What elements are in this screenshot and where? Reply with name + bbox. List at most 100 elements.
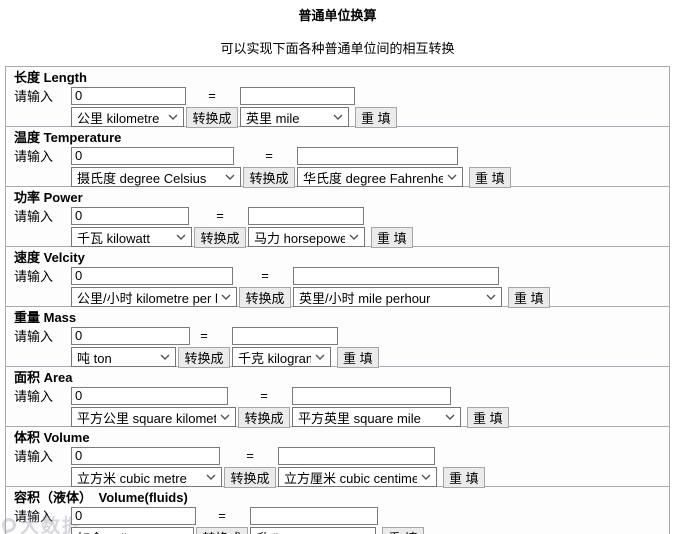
from-value-input[interactable] [71,86,186,105]
convert-button[interactable]: 转换成 [186,106,238,128]
from-value-input[interactable] [71,326,190,345]
input-label: 请输入 [14,269,54,284]
section-velocity: 速度 Velcity 请输入 = 公里/小时 kilometre per hou… [6,247,669,308]
from-unit-select[interactable]: 加仑 gallon [71,527,194,534]
from-unit-value: 平方公里 square kilometre [77,410,216,426]
chevron-down-icon [206,474,216,480]
from-value-input[interactable] [71,206,189,225]
to-unit-select[interactable]: 英里/小时 mile perhour [293,287,502,307]
reset-button[interactable]: 重 填 [467,406,509,428]
convert-button[interactable]: 转换成 [178,346,230,368]
sections-table: 长度 Length 请输入 = 公里 kilometre 转换成 英里 mile… [5,66,670,534]
section-volume_fluids: 容积（液体） Volume(fluids) 请输入 = 加仑 gallon 转换… [6,487,669,534]
reset-button[interactable]: 重 填 [469,166,511,188]
from-value-input[interactable] [71,446,220,465]
from-unit-select[interactable]: 公里 kilometre [71,107,184,127]
chevron-down-icon [176,234,186,240]
section-volume: 体积 Volume 请输入 = 立方米 cubic metre 转换成 立方厘米… [6,427,669,488]
section-title: 容积（液体） Volume(fluids) [14,489,188,505]
reset-button[interactable]: 重 填 [371,226,413,248]
section-title: 重量 Mass [14,309,77,325]
from-unit-select[interactable]: 千瓦 kilowatt [71,227,192,247]
section-title: 长度 Length [14,69,87,85]
chevron-down-icon [220,414,230,420]
section-title: 温度 Temperature [14,129,122,145]
from-unit-select[interactable]: 立方米 cubic metre [71,467,222,487]
to-unit-value: 英里 mile [246,110,300,126]
to-unit-select[interactable]: 升 litre [250,527,376,534]
convert-button[interactable]: 转换成 [239,286,291,308]
to-unit-value: 立方厘米 cubic centimetre [284,470,417,486]
input-label: 请输入 [14,329,54,344]
section-title: 速度 Velcity [14,249,85,265]
chevron-down-icon [447,174,457,180]
from-unit-value: 公里/小时 kilometre per hour [77,290,217,306]
reset-button[interactable]: 重 填 [382,526,424,534]
section-area: 面积 Area 请输入 = 平方公里 square kilometre 转换成 … [6,367,669,428]
to-unit-value: 千克 kilogram [238,350,311,366]
from-unit-value: 加仑 gallon [77,528,141,534]
from-unit-value: 公里 kilometre [77,110,160,126]
to-value-input[interactable] [278,446,435,465]
to-unit-select[interactable]: 华氏度 degree Fahrenheit [297,167,463,187]
from-unit-select[interactable]: 摄氏度 degree Celsius [71,167,241,187]
chevron-down-icon [349,234,359,240]
to-value-input[interactable] [250,506,378,525]
reset-button[interactable]: 重 填 [443,466,485,488]
section-title: 体积 Volume [14,429,90,445]
from-unit-select[interactable]: 公里/小时 kilometre per hour [71,287,237,307]
reset-button[interactable]: 重 填 [337,346,379,368]
to-unit-value: 马力 horsepower [254,230,345,246]
from-unit-select[interactable]: 吨 ton [71,347,176,367]
convert-button[interactable]: 转换成 [243,166,295,188]
to-unit-select[interactable]: 英里 mile [240,107,349,127]
from-unit-select[interactable]: 平方公里 square kilometre [71,407,236,427]
to-value-input[interactable] [248,206,364,225]
to-value-input[interactable] [293,266,499,285]
section-title: 功率 Power [14,189,83,205]
to-unit-select[interactable]: 平方英里 square mile [292,407,461,427]
input-label: 请输入 [14,209,54,224]
unit-conversion-page: 普通单位换算 可以实现下面各种普通单位间的相互转换 长度 Length 请输入 … [0,5,675,534]
to-unit-value: 华氏度 degree Fahrenheit [303,170,443,186]
chevron-down-icon [333,114,343,120]
to-unit-select[interactable]: 千克 kilogram [232,347,331,367]
equals-sign: = [260,388,268,403]
chevron-down-icon [421,474,431,480]
to-unit-select[interactable]: 立方厘米 cubic centimetre [278,467,437,487]
to-unit-value: 升 litre [256,528,294,534]
from-value-input[interactable] [71,386,228,405]
input-label: 请输入 [14,509,54,524]
convert-button[interactable]: 转换成 [194,226,246,248]
to-value-input[interactable] [292,386,451,405]
to-value-input[interactable] [297,146,458,165]
from-value-input[interactable] [71,506,196,525]
to-unit-select[interactable]: 马力 horsepower [248,227,365,247]
reset-button[interactable]: 重 填 [508,286,550,308]
to-unit-value: 平方英里 square mile [298,410,421,426]
chevron-down-icon [160,354,170,360]
from-unit-value: 摄氏度 degree Celsius [77,170,207,186]
from-unit-value: 千瓦 kilowatt [77,230,150,246]
from-value-input[interactable] [71,266,233,285]
page-title: 普通单位换算 [298,8,377,23]
input-label: 请输入 [14,449,54,464]
equals-sign: = [216,208,224,223]
equals-sign: = [208,88,216,103]
reset-button[interactable]: 重 填 [355,106,397,128]
convert-button[interactable]: 转换成 [224,466,276,488]
chevron-down-icon [486,294,496,300]
from-unit-value: 立方米 cubic metre [77,470,187,486]
chevron-down-icon [168,114,178,120]
chevron-down-icon [315,354,325,360]
to-value-input[interactable] [240,86,355,105]
input-label: 请输入 [14,389,54,404]
convert-button[interactable]: 转换成 [238,406,290,428]
input-label: 请输入 [14,149,54,164]
equals-sign: = [200,328,208,343]
convert-button[interactable]: 转换成 [196,526,248,534]
section-power: 功率 Power 请输入 = 千瓦 kilowatt 转换成 马力 horsep… [6,187,669,248]
input-label: 请输入 [14,89,54,104]
to-value-input[interactable] [232,326,338,345]
from-value-input[interactable] [71,146,234,165]
